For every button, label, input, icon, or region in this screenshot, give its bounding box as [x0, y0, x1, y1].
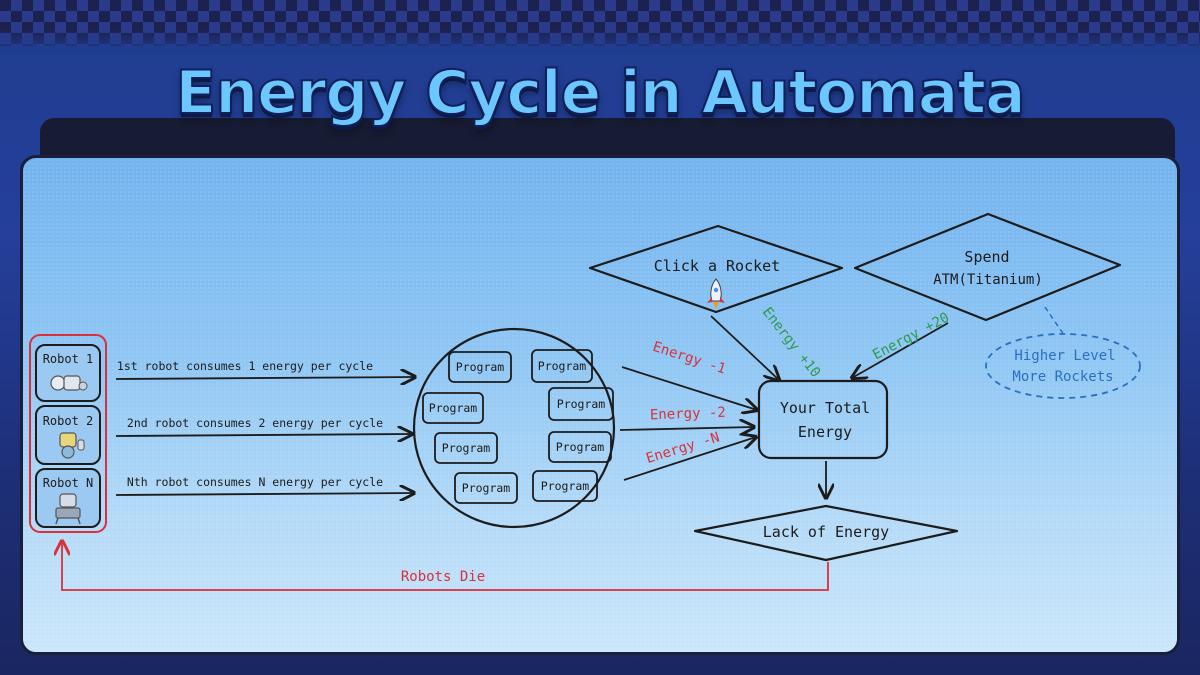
program-label: Program — [429, 401, 478, 415]
robot-group-frame — [29, 334, 107, 533]
robot-1-label: Robot 1 — [43, 352, 94, 366]
program-label: Program — [556, 440, 605, 454]
program-label: Program — [557, 397, 606, 411]
program-label: Program — [462, 481, 511, 495]
robot-2-icon — [59, 432, 85, 459]
consumption-arrow-n: Nth robot consumes N energy per cycle — [115, 475, 414, 495]
total-energy-node[interactable]: Your Total Energy — [757, 379, 889, 460]
program-box[interactable]: Program — [422, 392, 484, 424]
robot-card-2[interactable]: Robot 2 — [35, 405, 101, 465]
program-label: Program — [456, 360, 505, 374]
program-box[interactable]: Program — [548, 387, 614, 421]
robot-n-label: Robot N — [43, 476, 94, 490]
program-box[interactable]: Program — [434, 432, 498, 464]
robot-card-n[interactable]: Robot N — [35, 468, 101, 528]
robots-die-arrow: Robots Die — [62, 541, 829, 591]
program-label: Program — [541, 479, 590, 493]
rocket-gain-arrow: Energy +10 — [710, 304, 823, 380]
robot-1-icon — [50, 375, 88, 391]
banner-fade — [0, 30, 1200, 54]
energy-minus-1: Energy -1 — [651, 339, 728, 378]
diagram-panel — [20, 155, 1180, 655]
click-rocket-node[interactable]: Click a Rocket — [588, 224, 844, 314]
higher-level-note: Higher Level More Rockets — [985, 306, 1141, 399]
spend-atm-line1: Spend — [964, 248, 1009, 266]
lack-of-energy-label: Lack of Energy — [763, 523, 889, 541]
drain-arrow-1: Energy -1 — [621, 339, 757, 410]
spend-atm-node[interactable]: Spend ATM(Titanium) — [853, 212, 1122, 322]
program-box[interactable]: Program — [448, 351, 512, 383]
program-box[interactable]: Program — [532, 470, 598, 502]
atm-gain-arrow: Energy +20 — [852, 310, 952, 378]
rocket-icon — [707, 278, 725, 309]
program-box[interactable]: Program — [548, 431, 612, 463]
robots-die-label: Robots Die — [401, 569, 485, 585]
energy-plus-20: Energy +20 — [870, 310, 952, 364]
program-box[interactable]: Program — [531, 349, 593, 383]
click-rocket-label: Click a Rocket — [654, 257, 780, 275]
program-label: Program — [442, 441, 491, 455]
drain-arrow-2: Energy -2 — [619, 405, 754, 430]
page-title: Energy Cycle in Automata — [174, 57, 1026, 129]
consumption-arrow-1: 1st robot consumes 1 energy per cycle — [115, 359, 415, 379]
consumption-text-1: 1st robot consumes 1 energy per cycle — [117, 359, 373, 373]
consumption-text-2: 2nd robot consumes 2 energy per cycle — [127, 416, 383, 430]
total-energy-line2: Energy — [798, 423, 852, 441]
drain-arrow-n: Energy -N — [623, 429, 756, 481]
consumption-arrow-2: 2nd robot consumes 2 energy per cycle — [115, 416, 412, 436]
robot-card-1[interactable]: Robot 1 — [35, 344, 101, 402]
note-line1: Higher Level — [1014, 348, 1115, 364]
note-line2: More Rockets — [1012, 369, 1113, 385]
consumption-text-n: Nth robot consumes N energy per cycle — [127, 475, 383, 489]
spend-atm-line2: ATM(Titanium) — [933, 272, 1043, 288]
robot-2-label: Robot 2 — [43, 414, 94, 428]
robot-n-icon — [55, 493, 81, 525]
program-box[interactable]: Program — [454, 472, 518, 504]
program-pool — [412, 327, 616, 529]
energy-minus-2: Energy -2 — [650, 405, 726, 424]
lack-of-energy-node[interactable]: Lack of Energy — [693, 504, 959, 562]
total-energy-line1: Your Total — [780, 399, 870, 417]
program-label: Program — [538, 359, 587, 373]
